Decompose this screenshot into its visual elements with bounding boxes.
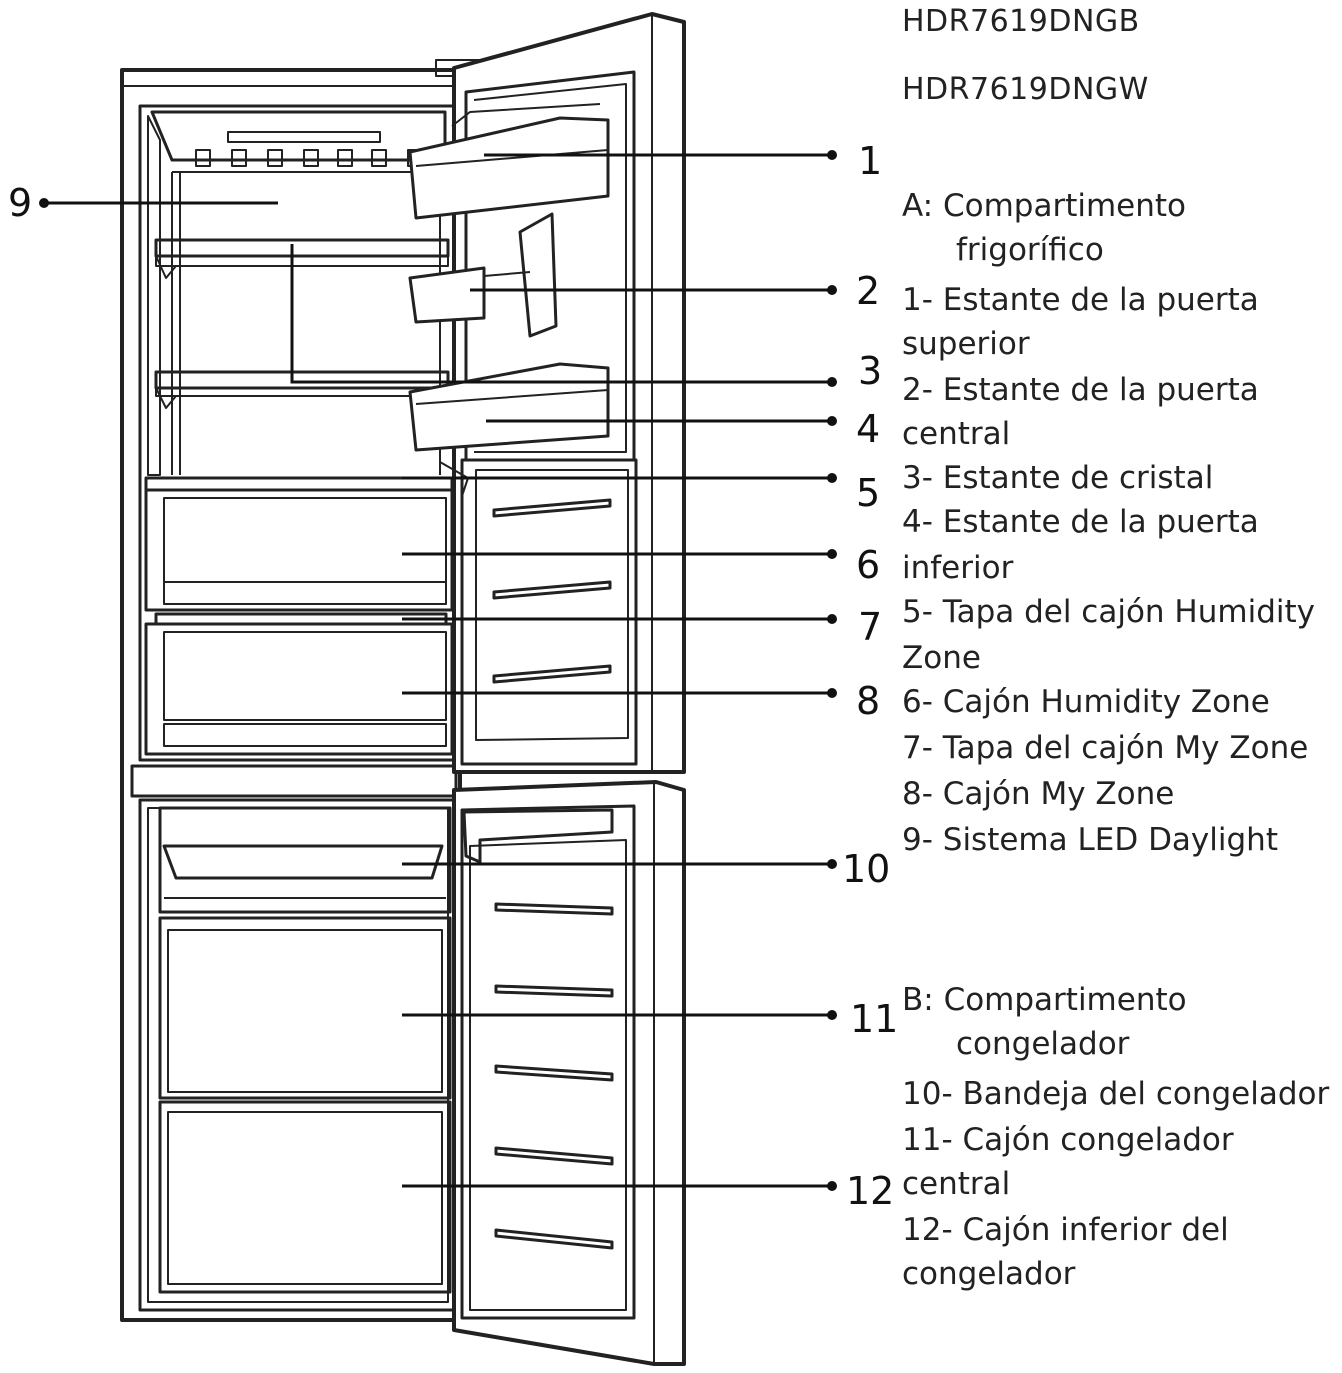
legend-item-2: 2- Estante de la puerta xyxy=(902,372,1259,408)
legend-item-5-cont: Zone xyxy=(902,640,981,676)
central-door-shelf xyxy=(408,212,558,338)
callout-1: 1 xyxy=(858,139,882,183)
middle-freezer-drawer xyxy=(158,916,452,1100)
section-a-heading: A: Compartimento xyxy=(902,188,1186,224)
callout-9: 9 xyxy=(8,181,32,225)
section-b-heading: B: Compartimento xyxy=(902,982,1187,1018)
model-code-1: HDR7619DNGB xyxy=(902,4,1140,39)
led-vents xyxy=(195,149,423,167)
legend-item-12-cont: congelador xyxy=(902,1256,1076,1292)
legend-item-7: 7- Tapa del cajón My Zone xyxy=(902,730,1309,766)
legend-item-10: 10- Bandeja del congelador xyxy=(902,1076,1330,1112)
freezer-tray xyxy=(158,806,452,914)
callout-5: 5 xyxy=(856,471,880,515)
model-code-2: HDR7619DNGW xyxy=(902,72,1149,107)
legend-item-1-cont: superior xyxy=(902,326,1030,362)
callout-4: 4 xyxy=(856,407,880,451)
lower-door-shelf xyxy=(408,362,610,452)
humidity-zone-drawer xyxy=(144,488,454,612)
bottom-freezer-drawer xyxy=(158,1100,452,1294)
section-b-heading-cont: congelador xyxy=(956,1026,1130,1062)
callout-10: 10 xyxy=(842,847,890,891)
legend-item-11-cont: central xyxy=(902,1166,1011,1202)
my-zone-drawer xyxy=(144,622,454,756)
legend-item-8: 8- Cajón My Zone xyxy=(902,776,1175,812)
fridge-door xyxy=(408,12,686,774)
upper-door-shelf xyxy=(408,103,610,220)
legend-item-12: 12- Cajón inferior del xyxy=(902,1212,1229,1248)
callout-12: 12 xyxy=(846,1169,894,1213)
callout-7: 7 xyxy=(858,605,882,649)
legend-item-5: 5- Tapa del cajón Humidity xyxy=(902,594,1315,630)
legend-item-2-cont: central xyxy=(902,416,1011,452)
callout-11: 11 xyxy=(850,997,898,1041)
leader-lines xyxy=(39,150,837,1191)
door-ribs-lower xyxy=(494,902,614,1250)
section-a-heading-cont: frigorífico xyxy=(956,232,1104,268)
legend-item-9: 9- Sistema LED Daylight xyxy=(902,822,1278,858)
legend-item-1: 1- Estante de la puerta xyxy=(902,282,1259,318)
callout-numbers: 1 2 3 4 5 6 7 8 9 10 11 12 xyxy=(8,139,898,1213)
legend-item-11: 11- Cajón congelador xyxy=(902,1122,1234,1158)
callout-6: 6 xyxy=(856,543,880,587)
legend-item-4-cont: inferior xyxy=(902,550,1014,586)
callout-2: 2 xyxy=(856,269,880,313)
legend-item-6: 6- Cajón Humidity Zone xyxy=(902,684,1270,720)
freezer-door xyxy=(452,780,686,1366)
fridge-cabinet xyxy=(120,59,507,1322)
callout-8: 8 xyxy=(856,679,880,723)
callout-3: 3 xyxy=(858,349,882,393)
legend-item-3: 3- Estante de cristal xyxy=(902,460,1214,496)
door-ribs-upper xyxy=(492,498,612,684)
legend-item-4: 4- Estante de la puerta xyxy=(902,504,1259,540)
